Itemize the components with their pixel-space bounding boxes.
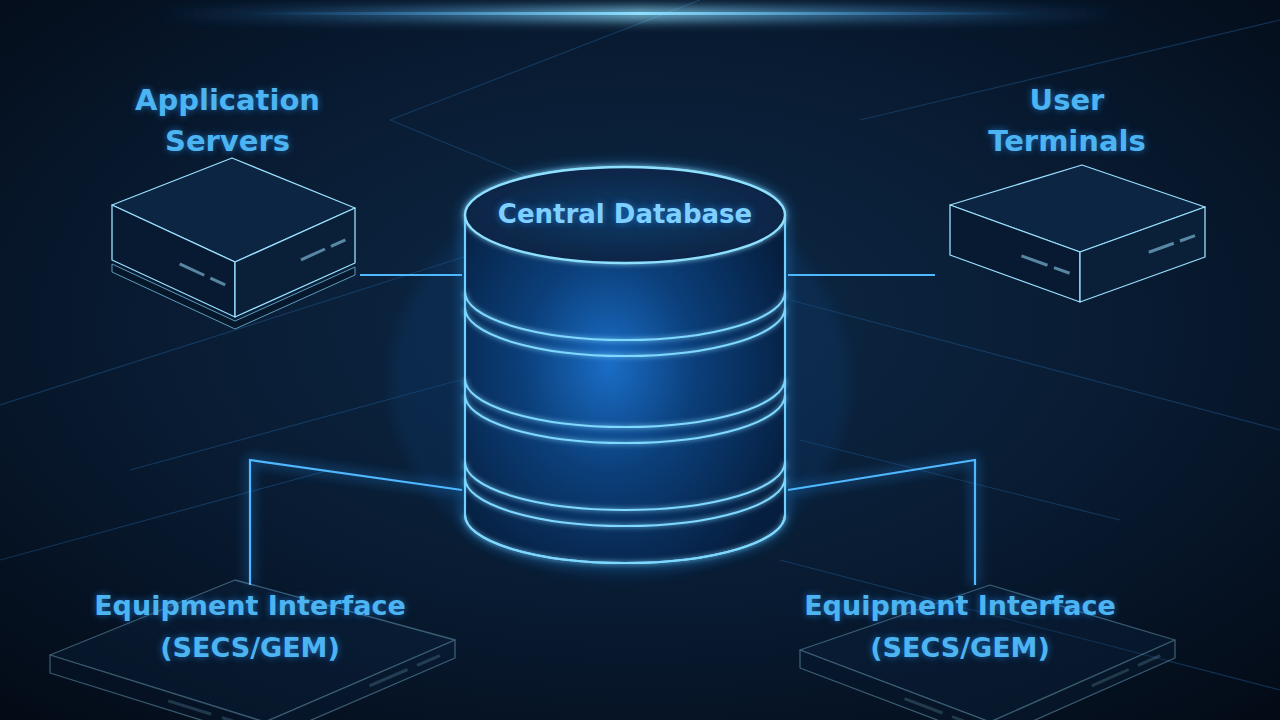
connector-line <box>250 460 462 585</box>
panel-mark <box>301 249 325 260</box>
node-label: User Terminals <box>967 80 1167 162</box>
panel-mark <box>210 278 225 285</box>
shape-group <box>950 165 1205 302</box>
panel-mark <box>905 699 943 713</box>
equipment-interface-box: Equipment Interface (SECS/GEM) <box>760 585 1160 720</box>
panel-mark <box>180 264 205 275</box>
grid-line <box>800 440 1120 520</box>
connector-glow <box>250 460 462 585</box>
panel-mark <box>417 656 440 666</box>
node-label: Equipment Interface (SECS/GEM) <box>760 585 1160 669</box>
box-outline <box>95 80 360 335</box>
cylinder-band <box>465 395 785 443</box>
grid-line <box>0 470 330 560</box>
box-face <box>50 655 265 720</box>
node-label: Central Database <box>462 197 788 231</box>
connector-glow <box>788 272 935 279</box>
cylinder-band <box>465 478 785 526</box>
terminal-box: User Terminals <box>935 80 1200 310</box>
panel-mark <box>1022 256 1048 265</box>
panel-mark <box>168 701 211 714</box>
panel-mark <box>1092 670 1129 686</box>
panel-mark <box>370 670 408 686</box>
panel-mark <box>331 240 345 246</box>
connector-glow <box>360 272 462 279</box>
database-cylinder: Central Database <box>462 160 788 570</box>
panel-mark <box>1138 656 1160 666</box>
grid-lines <box>0 0 1280 690</box>
cylinder-band <box>465 379 785 427</box>
box-face <box>1080 207 1205 302</box>
node-label: Equipment Interface (SECS/GEM) <box>40 585 460 669</box>
top-glow <box>150 8 1130 20</box>
top-glow-line <box>250 12 1030 15</box>
connector-glow <box>788 460 975 585</box>
panel-mark <box>1180 236 1195 241</box>
grid-line <box>790 300 1280 430</box>
connector-line <box>788 274 935 276</box>
panel-mark <box>222 718 248 720</box>
equipment-interface-box: Equipment Interface (SECS/GEM) <box>40 585 460 720</box>
box-face <box>235 208 355 317</box>
box-face <box>112 205 235 317</box>
cylinder-band <box>465 292 785 340</box>
panel-mark <box>1054 268 1070 274</box>
server-box: Application Servers <box>95 80 360 335</box>
connector-line <box>360 274 462 276</box>
shape-group <box>112 158 355 329</box>
node-label: Application Servers <box>95 80 360 162</box>
cylinder-bottom <box>465 515 785 563</box>
panel-mark <box>952 717 975 720</box>
box-face <box>950 205 1080 302</box>
cylinder-band <box>465 308 785 356</box>
panel-mark <box>1149 243 1174 252</box>
connector-line <box>788 460 975 585</box>
cylinder-band <box>465 462 785 510</box>
